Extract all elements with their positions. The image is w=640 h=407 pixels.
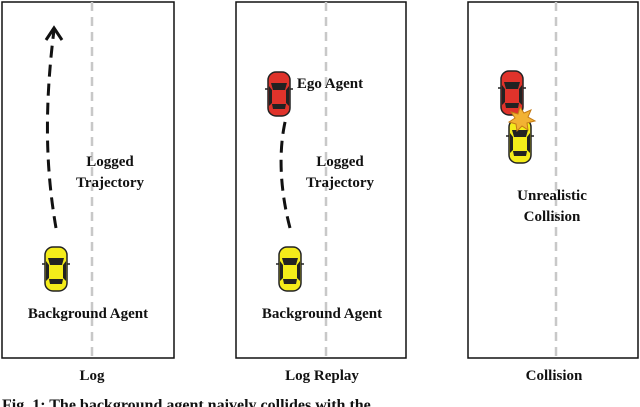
figure-caption: Fig. 1: The background agent naively col…	[2, 397, 371, 407]
panel-log-replay: Ego Agent Logged Trajectory Background A…	[235, 1, 407, 359]
panel-collision: Unrealistic Collision	[467, 1, 639, 359]
collision-burst-icon	[507, 105, 537, 133]
trajectory-arrowhead-icon	[44, 25, 64, 41]
panel-log-frame	[1, 1, 175, 359]
collision-label-line1: Unrealistic	[517, 188, 587, 204]
trajectory-label-line2: Trajectory	[76, 175, 145, 191]
panel-log-replay-frame	[235, 1, 407, 359]
panel-title-log: Log	[79, 368, 105, 384]
background-agent-label: Background Agent	[28, 306, 148, 322]
collision-label-line2: Collision	[524, 209, 581, 225]
background-agent-label: Background Agent	[262, 306, 382, 322]
panel-title-log-replay: Log Replay	[285, 368, 359, 384]
panel-title-collision: Collision	[526, 368, 583, 384]
ego-agent-car-icon	[497, 70, 527, 116]
ego-agent-car-icon	[264, 71, 294, 117]
panel-log: Logged Trajectory Background Agent	[1, 1, 175, 359]
logged-trajectory-path	[279, 117, 292, 229]
trajectory-label-line1: Logged	[316, 154, 364, 170]
trajectory-label-line2: Trajectory	[306, 175, 375, 191]
panel-collision-frame	[467, 1, 639, 359]
logged-trajectory-path	[45, 29, 58, 229]
trajectory-label-line1: Logged	[86, 154, 134, 170]
background-agent-car-icon	[41, 246, 71, 292]
ego-agent-label: Ego Agent	[297, 76, 363, 92]
background-agent-car-icon	[275, 246, 305, 292]
